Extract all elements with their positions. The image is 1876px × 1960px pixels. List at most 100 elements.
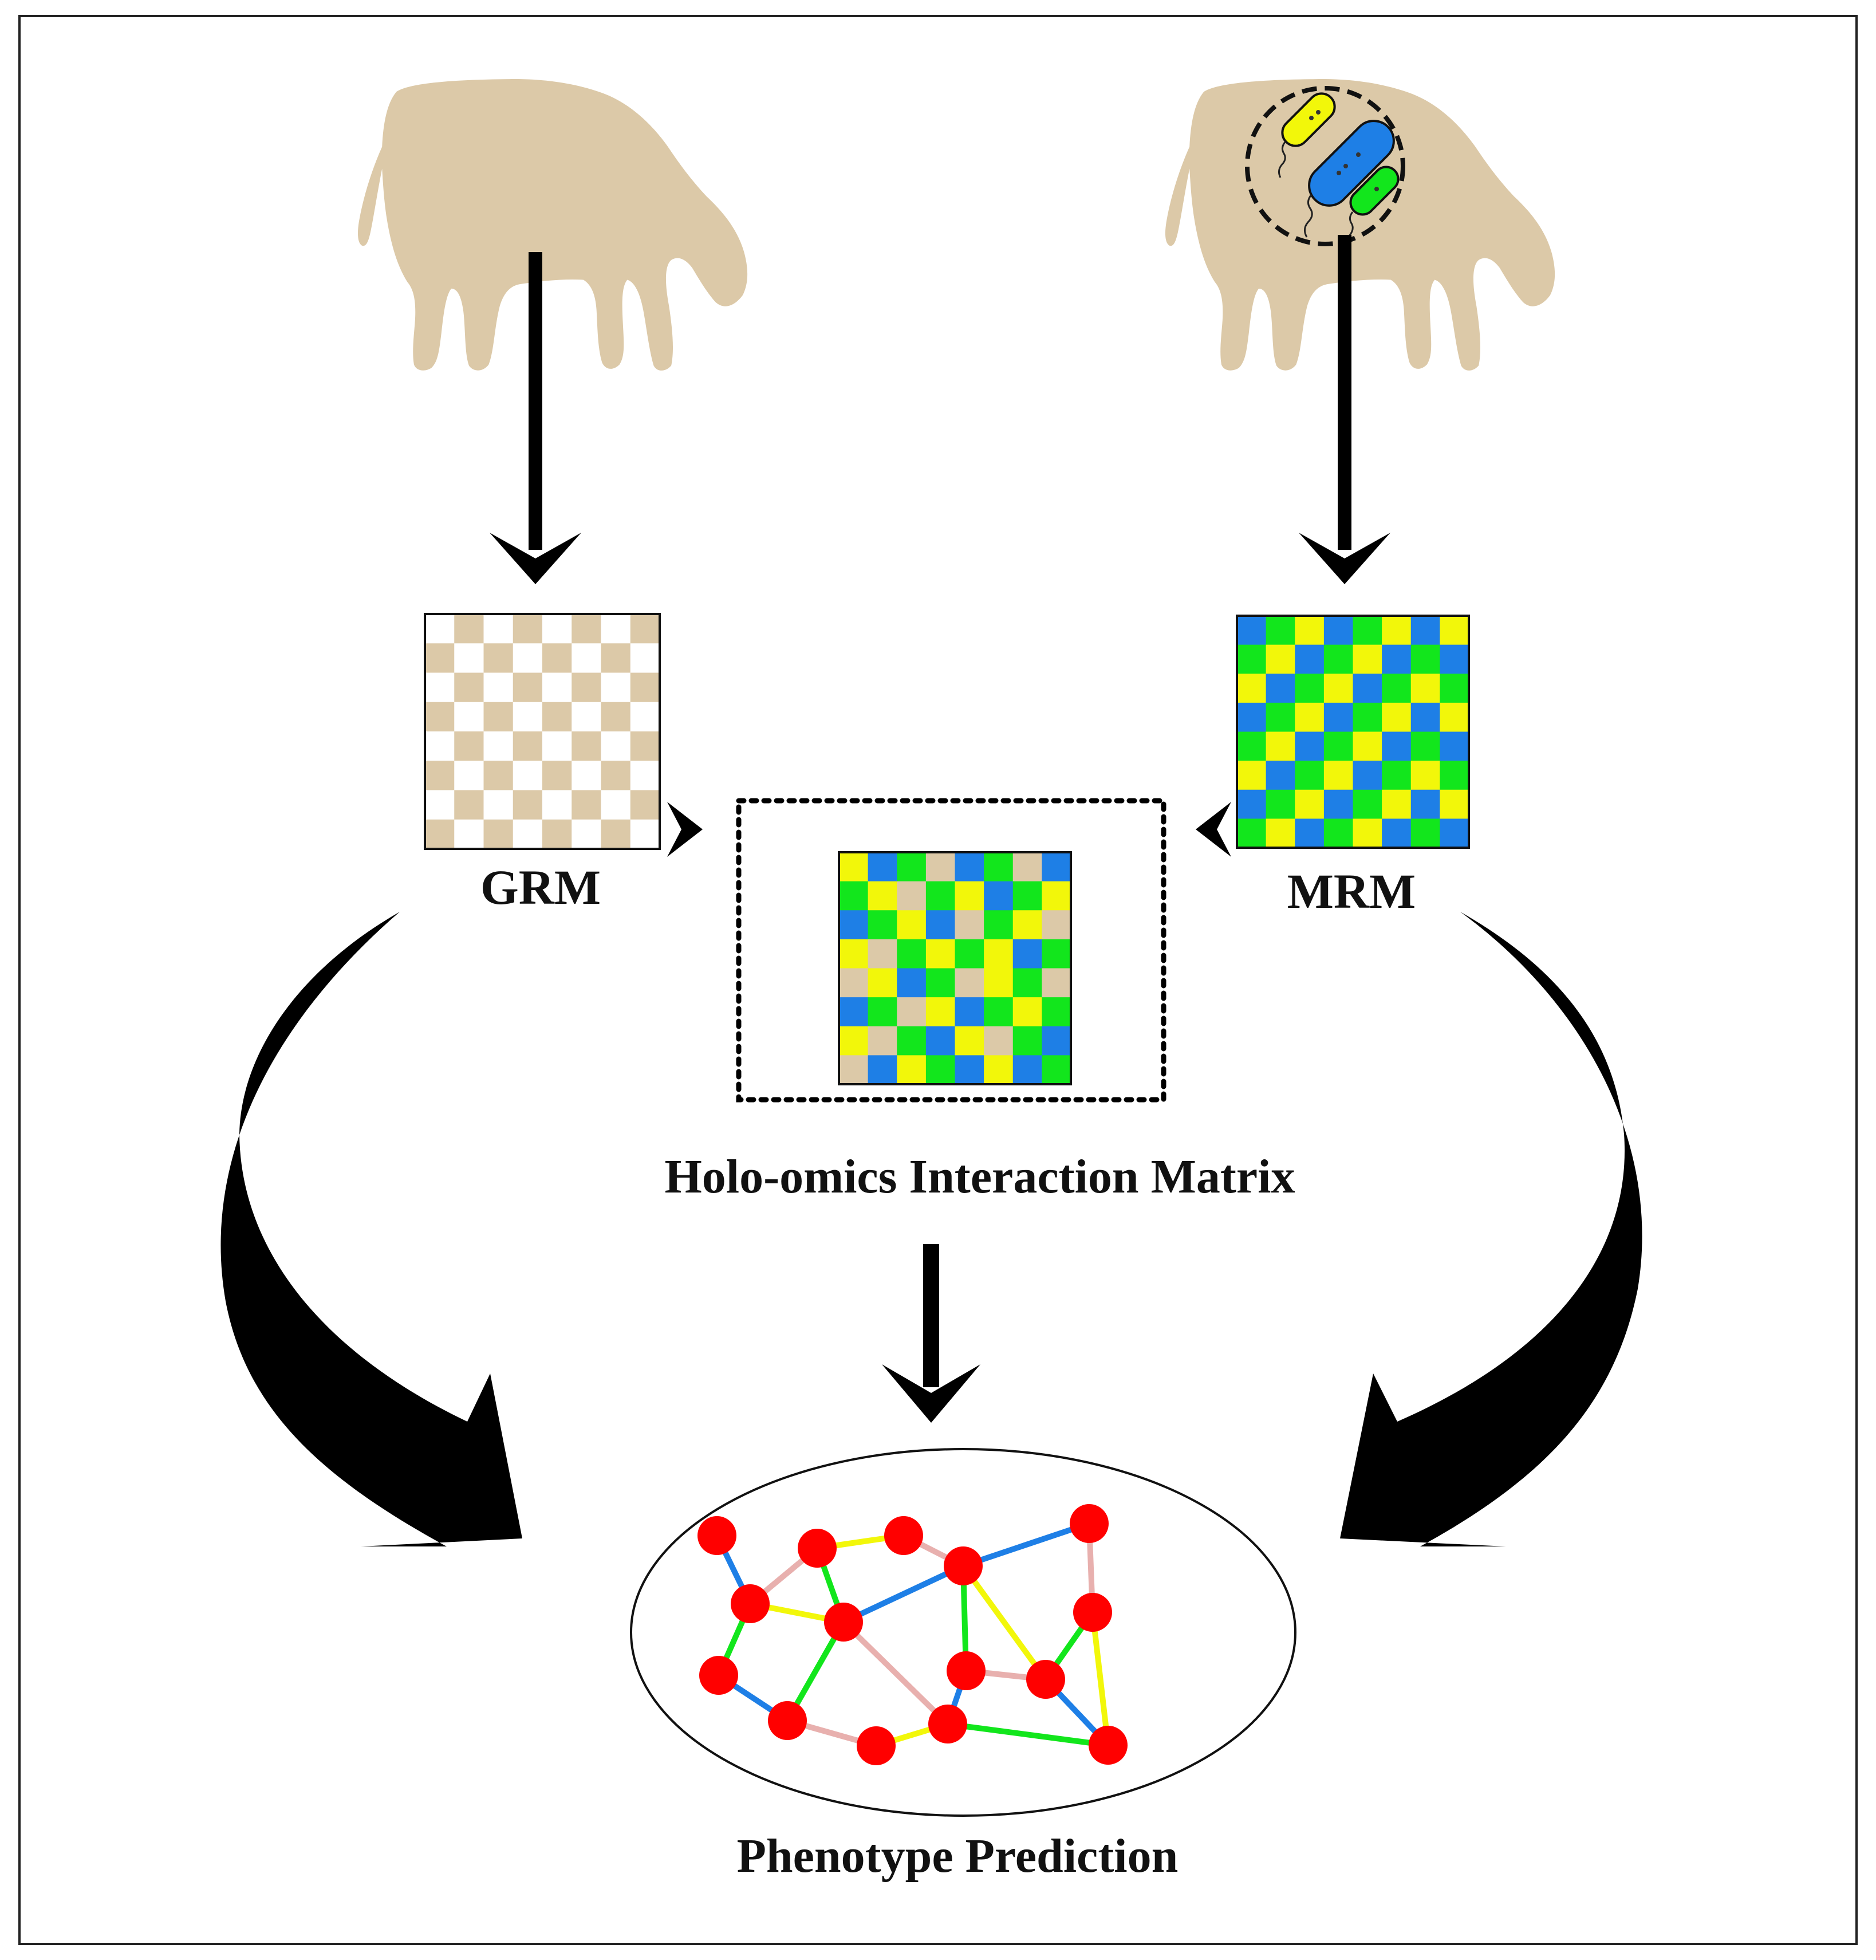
matrix-cell: [630, 731, 660, 761]
phenotype-label: Phenotype Prediction: [737, 1829, 1179, 1883]
matrix-cell: [1012, 1055, 1042, 1085]
bacterium-blue-icon: [1304, 120, 1395, 238]
matrix-cell: [1042, 939, 1071, 969]
matrix-cell: [1237, 616, 1267, 646]
matrix-cell: [513, 819, 543, 849]
chevron-left-icon: [1196, 802, 1231, 857]
matrix-cell: [542, 761, 572, 790]
matrix-cell: [897, 910, 927, 940]
matrix-cell: [1410, 731, 1440, 761]
matrix-cell: [513, 643, 543, 673]
microbiome-inset-icon: [1245, 86, 1405, 246]
matrix-cell: [425, 731, 455, 761]
matrix-cell: [630, 643, 660, 673]
matrix-cell: [454, 790, 484, 820]
matrix-cell: [955, 881, 984, 911]
matrix-cell: [1323, 644, 1353, 674]
matrix-cell: [1382, 616, 1412, 646]
matrix-cell: [542, 819, 572, 849]
matrix-cell: [925, 852, 955, 882]
matrix-cell: [483, 672, 514, 703]
interaction-network: [697, 1504, 1128, 1765]
matrix-cell: [1323, 702, 1353, 732]
matrix-cell: [1042, 997, 1071, 1027]
network-node: [947, 1651, 986, 1690]
matrix-cell: [955, 852, 984, 882]
matrix-cell: [839, 1026, 869, 1056]
matrix-cell: [454, 761, 484, 790]
matrix-cell: [839, 939, 869, 969]
matrix-cell: [925, 997, 955, 1027]
matrix-cell: [513, 761, 543, 790]
matrix-cell: [1237, 761, 1267, 790]
network-node: [1070, 1504, 1109, 1543]
matrix-cell: [1440, 702, 1469, 732]
matrix-cell: [601, 643, 631, 673]
matrix-cell: [1323, 674, 1353, 703]
matrix-cell: [1440, 731, 1469, 761]
matrix-cell: [1266, 731, 1295, 761]
matrix-cell: [1012, 1026, 1042, 1056]
matrix-cell: [1382, 731, 1412, 761]
matrix-cell: [839, 968, 869, 998]
matrix-cell: [601, 702, 631, 732]
matrix-cell: [454, 731, 484, 761]
matrix-cell: [1295, 818, 1325, 848]
matrix-cell: [454, 819, 484, 849]
matrix-cell: [839, 1055, 869, 1085]
matrix-cell: [897, 968, 927, 998]
matrix-cell: [601, 614, 631, 644]
matrix-cell: [1323, 789, 1353, 819]
matrix-cell: [955, 997, 984, 1027]
matrix-cell: [454, 643, 484, 673]
matrix-cell: [572, 761, 601, 790]
arrow-holo-to-phenotype: [882, 1244, 980, 1423]
matrix-cell: [1353, 702, 1382, 732]
matrix-cell: [483, 731, 514, 761]
matrix-cell: [1266, 789, 1295, 819]
matrix-cell: [425, 761, 455, 790]
matrix-cell: [839, 910, 869, 940]
arrow-cow-to-grm: [490, 252, 581, 584]
network-node: [824, 1603, 863, 1642]
matrix-cell: [1237, 644, 1267, 674]
matrix-cell: [1295, 789, 1325, 819]
matrix-cell: [925, 881, 955, 911]
matrix-cell: [483, 643, 514, 673]
matrix-cell: [868, 1026, 897, 1056]
matrix-cell: [1410, 674, 1440, 703]
matrix-cell: [1440, 616, 1469, 646]
matrix-cell: [984, 910, 1014, 940]
matrix-cell: [542, 702, 572, 732]
matrix-cell: [601, 819, 631, 849]
matrix-cell: [1266, 644, 1295, 674]
matrix-cell: [630, 761, 660, 790]
cow-right-icon: [1165, 79, 1555, 371]
matrix-cell: [925, 910, 955, 940]
matrix-cell: [1012, 881, 1042, 911]
matrix-cell: [984, 852, 1014, 882]
matrix-cell: [1295, 731, 1325, 761]
matrix-cell: [572, 702, 601, 732]
matrix-cell: [1440, 674, 1469, 703]
matrix-cell: [897, 1055, 927, 1085]
matrix-cell: [984, 968, 1014, 998]
matrix-cell: [984, 881, 1014, 911]
matrix-cell: [897, 881, 927, 911]
matrix-cell: [925, 939, 955, 969]
matrix-cell: [542, 731, 572, 761]
matrix-border: [1236, 615, 1470, 849]
matrix-cell: [630, 672, 660, 703]
matrix-cell: [1323, 761, 1353, 790]
matrix-cell: [425, 702, 455, 732]
matrix-cell: [1266, 674, 1295, 703]
matrix-cell: [868, 1055, 897, 1085]
matrix-cell: [601, 790, 631, 820]
matrix-cell: [925, 968, 955, 998]
matrix-cell: [1266, 818, 1295, 848]
matrix-cell: [630, 790, 660, 820]
matrix-cell: [1410, 616, 1440, 646]
matrix-cell: [483, 702, 514, 732]
matrix-cell: [1353, 818, 1382, 848]
matrix-cell: [955, 968, 984, 998]
